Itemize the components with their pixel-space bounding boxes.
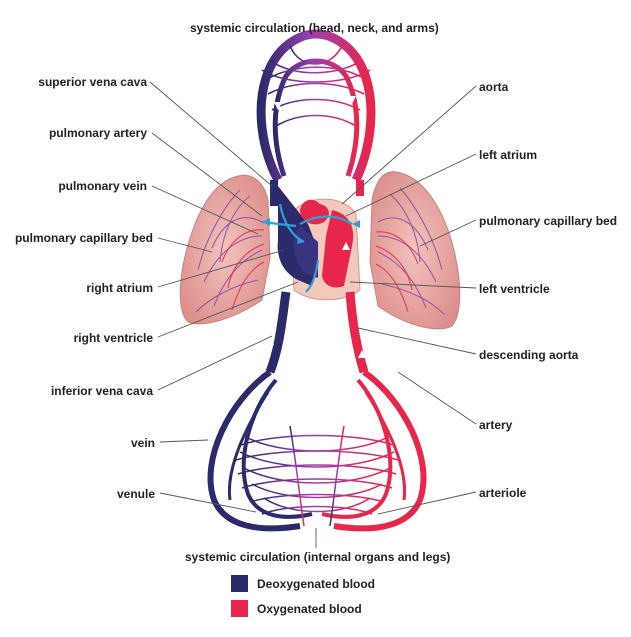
label-superior-vena-cava: superior vena cava: [38, 75, 147, 89]
heart: [261, 186, 361, 301]
upper-systemic-vessels: [256, 29, 376, 183]
label-vein: vein: [130, 436, 155, 450]
label-right-atrium: right atrium: [86, 281, 153, 295]
lower-systemic-vessels: [207, 344, 427, 532]
left-lung: [179, 174, 271, 325]
label-venule: venule: [116, 487, 155, 501]
label-inferior-vena-cava: inferior vena cava: [50, 384, 153, 398]
label-pulmonary-artery: pulmonary artery: [48, 126, 147, 140]
label-pulmonary-vein: pulmonary vein: [58, 179, 147, 193]
label-arteriole: arteriole: [479, 486, 527, 500]
legend-deoxygenated: Deoxygenated blood: [231, 575, 375, 592]
right-lung: [369, 171, 461, 330]
leader-lines: [149, 81, 477, 548]
label-pulmonary-capillary-bed-left: pulmonary capillary bed: [14, 231, 153, 245]
legend-oxygenated: Oxygenated blood: [231, 600, 362, 617]
trunk-vessels: [265, 180, 369, 374]
label-artery: artery: [479, 418, 513, 432]
label-pulmonary-capillary-bed-right: pulmonary capillary bed: [479, 214, 618, 228]
label-bottom-systemic-circulation: systemic circulation (internal organs an…: [185, 550, 451, 564]
legend-label-oxygenated: Oxygenated blood: [257, 601, 362, 616]
legend-label-deoxygenated: Deoxygenated blood: [257, 576, 376, 591]
label-top-systemic-circulation: systemic circulation (head, neck, and ar…: [190, 21, 439, 35]
label-left-ventricle: left ventricle: [479, 282, 550, 296]
legend-swatch-oxygenated: [231, 600, 248, 617]
label-left-atrium: left atrium: [479, 148, 538, 162]
label-right-ventricle: right ventricle: [73, 331, 153, 345]
label-aorta: aorta: [479, 80, 509, 94]
legend-swatch-deoxygenated: [231, 575, 248, 592]
label-descending-aorta: descending aorta: [479, 348, 579, 362]
